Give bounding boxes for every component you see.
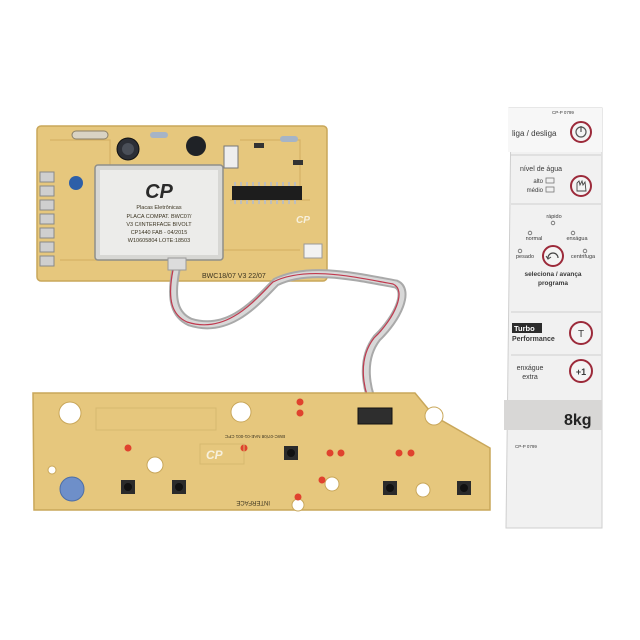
left-terminal-block bbox=[39, 171, 55, 267]
capacitors bbox=[69, 136, 239, 190]
module-label-line-4: W10605804 LOTE:18503 bbox=[128, 238, 190, 244]
turbo-button[interactable]: T bbox=[569, 321, 593, 345]
ribbon-plug-top bbox=[167, 257, 187, 271]
water-level-title: nível de água bbox=[520, 166, 562, 173]
water-high-label: alto bbox=[533, 179, 543, 185]
cycle-arrow-icon bbox=[547, 252, 559, 259]
extra-rinse-key-label: +1 bbox=[576, 367, 586, 377]
interface-brand-print: CP bbox=[206, 448, 224, 462]
interface-board: CP BWC-07/08 NAE-01-001 CPC INTERFACE bbox=[32, 392, 491, 512]
panel-code-top: CP-P 0799 bbox=[552, 110, 574, 115]
interface-code-print: BWC-07/08 NAE-01-001 CPC bbox=[224, 434, 285, 439]
turbo-badge bbox=[512, 323, 542, 333]
board-code-print: BWC18/07 V3 22/07 bbox=[202, 273, 266, 280]
main-control-board: CP Placas Eletrônicas PLACA COMPAT. BWC0… bbox=[36, 125, 328, 282]
water-medium-label: médio bbox=[527, 188, 544, 194]
power-button[interactable] bbox=[570, 121, 592, 143]
module-label-line-1: PLACA COMPAT. BWC07/ bbox=[127, 214, 192, 220]
microcontroller-chip bbox=[232, 182, 302, 204]
silk-outline bbox=[95, 407, 245, 465]
module-brand-line: Placas Eletrônicas bbox=[136, 205, 181, 211]
diode bbox=[293, 160, 303, 165]
program-spin-label: centrifuga bbox=[571, 254, 596, 260]
mounting-holes bbox=[47, 401, 444, 512]
connector-header bbox=[303, 243, 323, 259]
program-rinse-label: enxágua bbox=[566, 236, 588, 242]
module-label-line-3: CP1440 FAB - 04/2015 bbox=[131, 230, 188, 236]
water-high-indicator bbox=[545, 177, 555, 184]
program-select-button[interactable] bbox=[542, 245, 564, 267]
status-leds bbox=[124, 398, 415, 501]
relay-module: CP Placas Eletrônicas PLACA COMPAT. BWC0… bbox=[94, 164, 224, 261]
board-brand-print: CP bbox=[296, 215, 310, 226]
program-word-label: programa bbox=[538, 280, 568, 287]
program-normal-label: normal bbox=[526, 236, 543, 242]
power-label: liga / desliga bbox=[512, 129, 557, 138]
extra-rinse-title: enxágue bbox=[517, 365, 544, 372]
tactile-switches bbox=[121, 446, 471, 495]
program-select-label: seleciona / avança bbox=[524, 271, 581, 278]
panel-code-bottom: CP-P 0799 bbox=[515, 444, 537, 449]
panel-grey-band bbox=[504, 400, 602, 430]
program-heavy-label: pesado bbox=[516, 254, 534, 260]
module-label-line-2: V3 C/INTERFACE BIVOLT bbox=[126, 222, 192, 228]
ribbon-connector bbox=[357, 407, 393, 425]
control-panel-overlay: CP-P 0799 liga / desliga nível de água a… bbox=[504, 107, 603, 529]
extra-rinse-sub: extra bbox=[522, 374, 538, 381]
water-medium-indicator bbox=[545, 186, 555, 193]
buzzer bbox=[59, 476, 85, 502]
program-fast-label: rápido bbox=[546, 214, 561, 220]
extra-rinse-button[interactable]: +1 bbox=[569, 359, 593, 383]
interface-label-print: INTERFACE bbox=[236, 499, 270, 505]
diode bbox=[254, 143, 264, 148]
program-indicator-dots bbox=[517, 220, 588, 254]
turbo-sub-label: Performance bbox=[512, 336, 555, 343]
capacity-label: 8kg bbox=[564, 412, 592, 429]
turbo-label: Turbo bbox=[514, 324, 535, 333]
hand-icon bbox=[576, 179, 587, 192]
module-brand-logo: CP bbox=[145, 181, 173, 203]
water-level-button[interactable] bbox=[570, 175, 592, 197]
ribbon-cable bbox=[169, 265, 407, 415]
resistors bbox=[71, 130, 298, 142]
turbo-key-label: T bbox=[578, 329, 584, 340]
